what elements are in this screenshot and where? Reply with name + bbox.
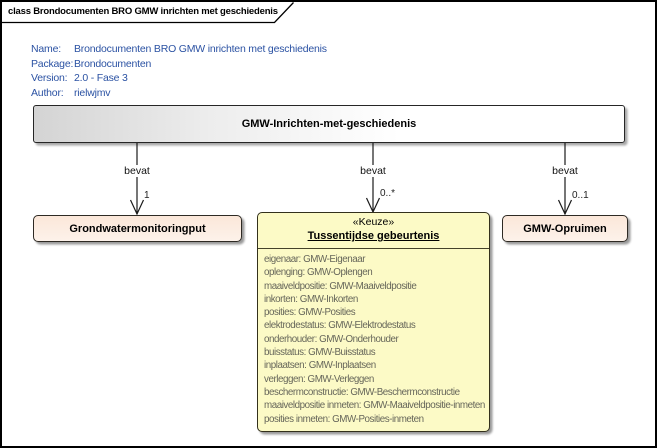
attribute-list: eigenaar: GMW-Eigenaar oplenging: GMW-Op…	[258, 249, 489, 431]
multiplicity-label-right: 0..1	[572, 190, 589, 201]
class-grondwatermonitoringput[interactable]: Grondwatermonitoringput	[33, 215, 242, 242]
attribute-row[interactable]: inkorten: GMW-Inkorten	[264, 293, 358, 305]
metadata-author-label: Author:	[31, 86, 64, 99]
attribute-row[interactable]: posities inmeten: GMW-Posities-inmeten	[264, 413, 424, 425]
attribute-row[interactable]: maaiveldpositie: GMW-Maaiveldpositie	[264, 280, 417, 292]
relation-label-right: bevat	[550, 165, 580, 177]
attribute-row[interactable]: eigenaar: GMW-Eigenaar	[264, 254, 366, 265]
metadata-row-author: Author: rielwjmv	[31, 86, 327, 101]
class-gmw-inrichten-met-geschiedenis[interactable]: GMW-Inrichten-met-geschiedenis	[33, 105, 625, 143]
attribute-row[interactable]: maaiveldpositie inmeten: GMW-Maaiveldpos…	[264, 400, 485, 412]
metadata-name-value: Brondocumenten BRO GMW inrichten met ges…	[74, 43, 327, 55]
metadata-row-version: Version: 2.0 - Fase 3	[31, 71, 327, 86]
diagram-metadata: Name: Brondocumenten BRO GMW inrichten m…	[31, 42, 327, 100]
attribute-row[interactable]: beschermconstructie: GMW-Beschermconstru…	[264, 386, 460, 398]
attribute-row[interactable]: onderhouder: GMW-Onderhouder	[264, 333, 399, 345]
diagram-frame-tab-outline	[2, 2, 294, 24]
class-name-label: GMW-Inrichten-met-geschiedenis	[241, 118, 417, 130]
multiplicity-label-left: 1	[144, 190, 150, 201]
metadata-package-label: Package:	[31, 57, 74, 70]
connector-right-arrow-icon	[557, 143, 573, 216]
attribute-row[interactable]: elektrodestatus: GMW-Elektrodestatus	[264, 320, 416, 332]
metadata-author-value: rielwjmv	[74, 86, 111, 99]
class-gmw-opruimen[interactable]: GMW-Opruimen	[502, 215, 628, 242]
connector-left-arrow-icon	[129, 143, 145, 216]
metadata-row-name: Name: Brondocumenten BRO GMW inrichten m…	[31, 42, 327, 57]
stereotype-label: «Keuze»	[352, 216, 395, 228]
metadata-name-label: Name:	[31, 43, 61, 55]
class-name-label: GMW-Opruimen	[523, 222, 607, 235]
choice-header: «Keuze» Tussentijdse gebeurtenis	[258, 213, 489, 249]
connector-middle-arrow-icon	[365, 143, 381, 214]
attribute-row[interactable]: posities: GMW-Posities	[264, 307, 356, 319]
attribute-row[interactable]: inplaatsen: GMW-Inplaatsen	[264, 360, 376, 372]
relation-label-left: bevat	[122, 165, 152, 177]
class-name-label: Tussentijdse gebeurtenis	[307, 230, 440, 242]
metadata-row-package: Package: Brondocumenten	[31, 57, 327, 72]
metadata-package-value: Brondocumenten	[74, 57, 152, 70]
attribute-row[interactable]: buisstatus: GMW-Buisstatus	[264, 347, 376, 359]
class-tussentijdse-gebeurtenis[interactable]: «Keuze» Tussentijdse gebeurtenis eigenaa…	[257, 212, 490, 432]
metadata-version-value: 2.0 - Fase 3	[74, 72, 128, 84]
multiplicity-label-middle: 0..*	[380, 188, 396, 199]
diagram-frame-title: class Brondocumenten BRO GMW inrichten m…	[8, 6, 278, 17]
class-name-label: Grondwatermonitoringput	[69, 222, 206, 235]
attribute-row[interactable]: oplenging: GMW-Oplengen	[264, 267, 373, 279]
attribute-row[interactable]: verleggen: GMW-Verleggen	[264, 373, 374, 385]
metadata-version-label: Version:	[31, 72, 68, 84]
relation-label-middle: bevat	[358, 165, 388, 177]
